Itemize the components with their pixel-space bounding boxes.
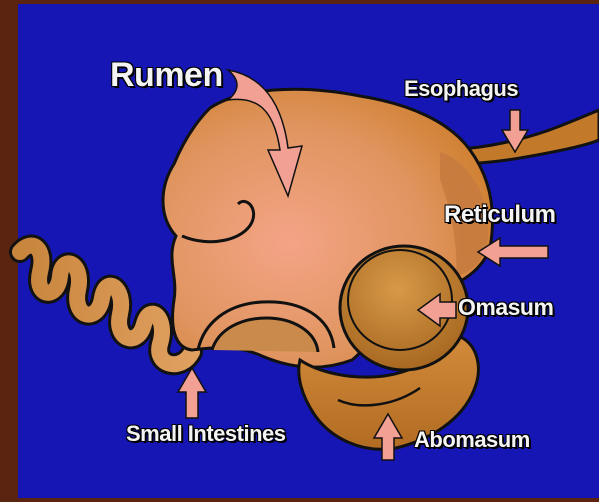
- small-intestines-label: Small Intestines: [126, 421, 286, 447]
- esophagus-label: Esophagus: [404, 76, 518, 102]
- rumen-label: Rumen: [110, 56, 223, 95]
- abomasum-label: Abomasum: [414, 427, 530, 453]
- omasum-label: Omasum: [458, 294, 553, 321]
- reticulum-label: Reticulum: [444, 201, 556, 229]
